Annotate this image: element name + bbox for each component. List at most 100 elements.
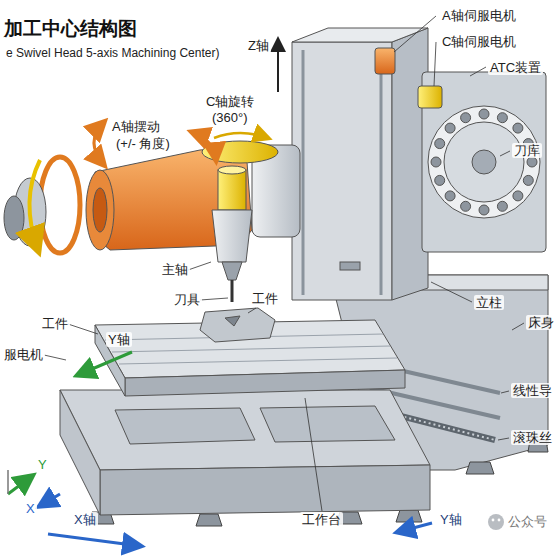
column-part	[292, 42, 392, 300]
machine-feet-part	[196, 514, 222, 526]
swivel-head-part	[93, 188, 107, 232]
part-label: 滚珠丝	[511, 430, 554, 445]
tool-pocket	[479, 205, 489, 215]
tool-pocket	[461, 201, 471, 211]
motion-arrows-part	[398, 523, 432, 532]
watermark-icon	[488, 514, 504, 530]
swivel-head-part	[212, 210, 252, 262]
leader-lines	[44, 16, 524, 511]
column	[292, 28, 428, 300]
machine-feet-part	[466, 462, 494, 474]
leader-lines-part	[305, 398, 322, 511]
x-bed-base-part	[100, 465, 430, 515]
leader-lines-part	[44, 355, 66, 360]
part-label: 工作台	[300, 512, 343, 527]
motion-arrows-part	[78, 352, 132, 375]
part-label: 主轴	[160, 262, 190, 277]
motion-arrows-part	[94, 122, 104, 165]
leader-lines-part	[434, 42, 436, 86]
leader-lines-part	[188, 262, 211, 270]
tool-magazine-part	[444, 122, 524, 202]
leader-lines-part	[501, 391, 509, 393]
exploded-parts-part	[4, 196, 24, 240]
work-table-part	[112, 346, 390, 352]
axis-letter: Y	[36, 457, 49, 472]
watermark-icon-part	[488, 514, 504, 530]
axis-label: Y轴	[438, 512, 464, 527]
watermark-icon-part	[492, 519, 495, 522]
part-label: ATC装置	[488, 60, 543, 75]
tool-pocket	[513, 191, 523, 201]
part-label: A轴伺服电机	[440, 8, 518, 23]
part-label: 线性导	[511, 383, 554, 398]
x-bed-base-part	[115, 408, 255, 444]
subtitle: e Swivel Head 5-axis Machining Center)	[4, 46, 221, 61]
motion-arrows-part	[7, 470, 9, 494]
tool-pocket	[513, 123, 523, 133]
tool-magazine-part	[472, 150, 496, 174]
motion-arrows-part	[8, 476, 32, 494]
leader-lines-part	[498, 438, 509, 440]
tool-magazine-part	[428, 106, 540, 218]
tool-pocket	[445, 191, 455, 201]
tool-pockets	[431, 109, 537, 215]
tool-pocket	[435, 175, 445, 185]
x-bed-base	[60, 390, 430, 515]
tool-pocket	[461, 113, 471, 123]
motion-arrows	[8, 40, 432, 546]
servo-motors	[375, 48, 442, 108]
work-table-part	[119, 358, 397, 364]
axis-label: X轴	[72, 512, 98, 527]
exploded-parts	[4, 157, 80, 253]
workpiece	[200, 308, 275, 342]
servo-motors-part	[418, 86, 442, 108]
leader-lines-part	[470, 67, 486, 76]
axis-letter: X	[24, 501, 37, 516]
leader-lines-part	[394, 16, 436, 52]
machine-feet-part	[396, 510, 422, 522]
motion-label: (+/- 角度)	[114, 136, 172, 151]
motion-arrows-part	[277, 40, 279, 92]
swivel-head	[86, 141, 300, 302]
part-label: 工件	[250, 291, 280, 306]
workpiece-part	[200, 308, 275, 342]
x-bed-base-part	[60, 390, 100, 515]
swivel-head-part	[86, 170, 114, 250]
tool-pocket	[435, 139, 445, 149]
part-label: 服电机	[2, 347, 45, 362]
axis-label: Y轴	[106, 332, 132, 347]
motion-label: C轴旋转	[204, 94, 256, 109]
column-part	[340, 262, 360, 270]
x-bed-base-part	[260, 406, 395, 442]
swivel-head-part	[222, 262, 242, 280]
leader-lines-part	[200, 298, 228, 300]
part-label: 刀具	[172, 292, 202, 307]
column-part	[380, 50, 383, 295]
motion-arrows-part	[40, 494, 60, 506]
motion-arrows-part	[192, 132, 216, 160]
tool-pocket	[479, 109, 489, 119]
motion-arrows-part	[214, 133, 268, 138]
tool-pocket	[431, 157, 441, 167]
watermark-icon-part	[498, 519, 501, 522]
axis-label: Z轴	[246, 38, 271, 53]
leader-lines-part	[68, 324, 98, 334]
part-label: 床身	[526, 315, 556, 330]
leader-lines-part	[248, 308, 256, 313]
leader-lines-part	[500, 151, 510, 156]
part-label: 立柱	[474, 295, 504, 310]
workpiece-part	[225, 316, 240, 326]
x-bed-base-part	[60, 390, 430, 470]
motion-label: (360°)	[210, 110, 250, 125]
motion-label: A轴摆动	[110, 119, 162, 134]
part-label: 工件	[40, 316, 70, 331]
swivel-head-part	[231, 280, 234, 302]
servo-motors-part	[375, 48, 395, 74]
diagram-title: 加工中心结构图	[4, 18, 137, 40]
tool-pocket	[527, 157, 537, 167]
leader-lines-part	[512, 323, 524, 330]
leader-lines-part	[431, 282, 472, 302]
motion-arrows-part	[48, 534, 140, 546]
part-label: 刀库	[512, 143, 542, 158]
